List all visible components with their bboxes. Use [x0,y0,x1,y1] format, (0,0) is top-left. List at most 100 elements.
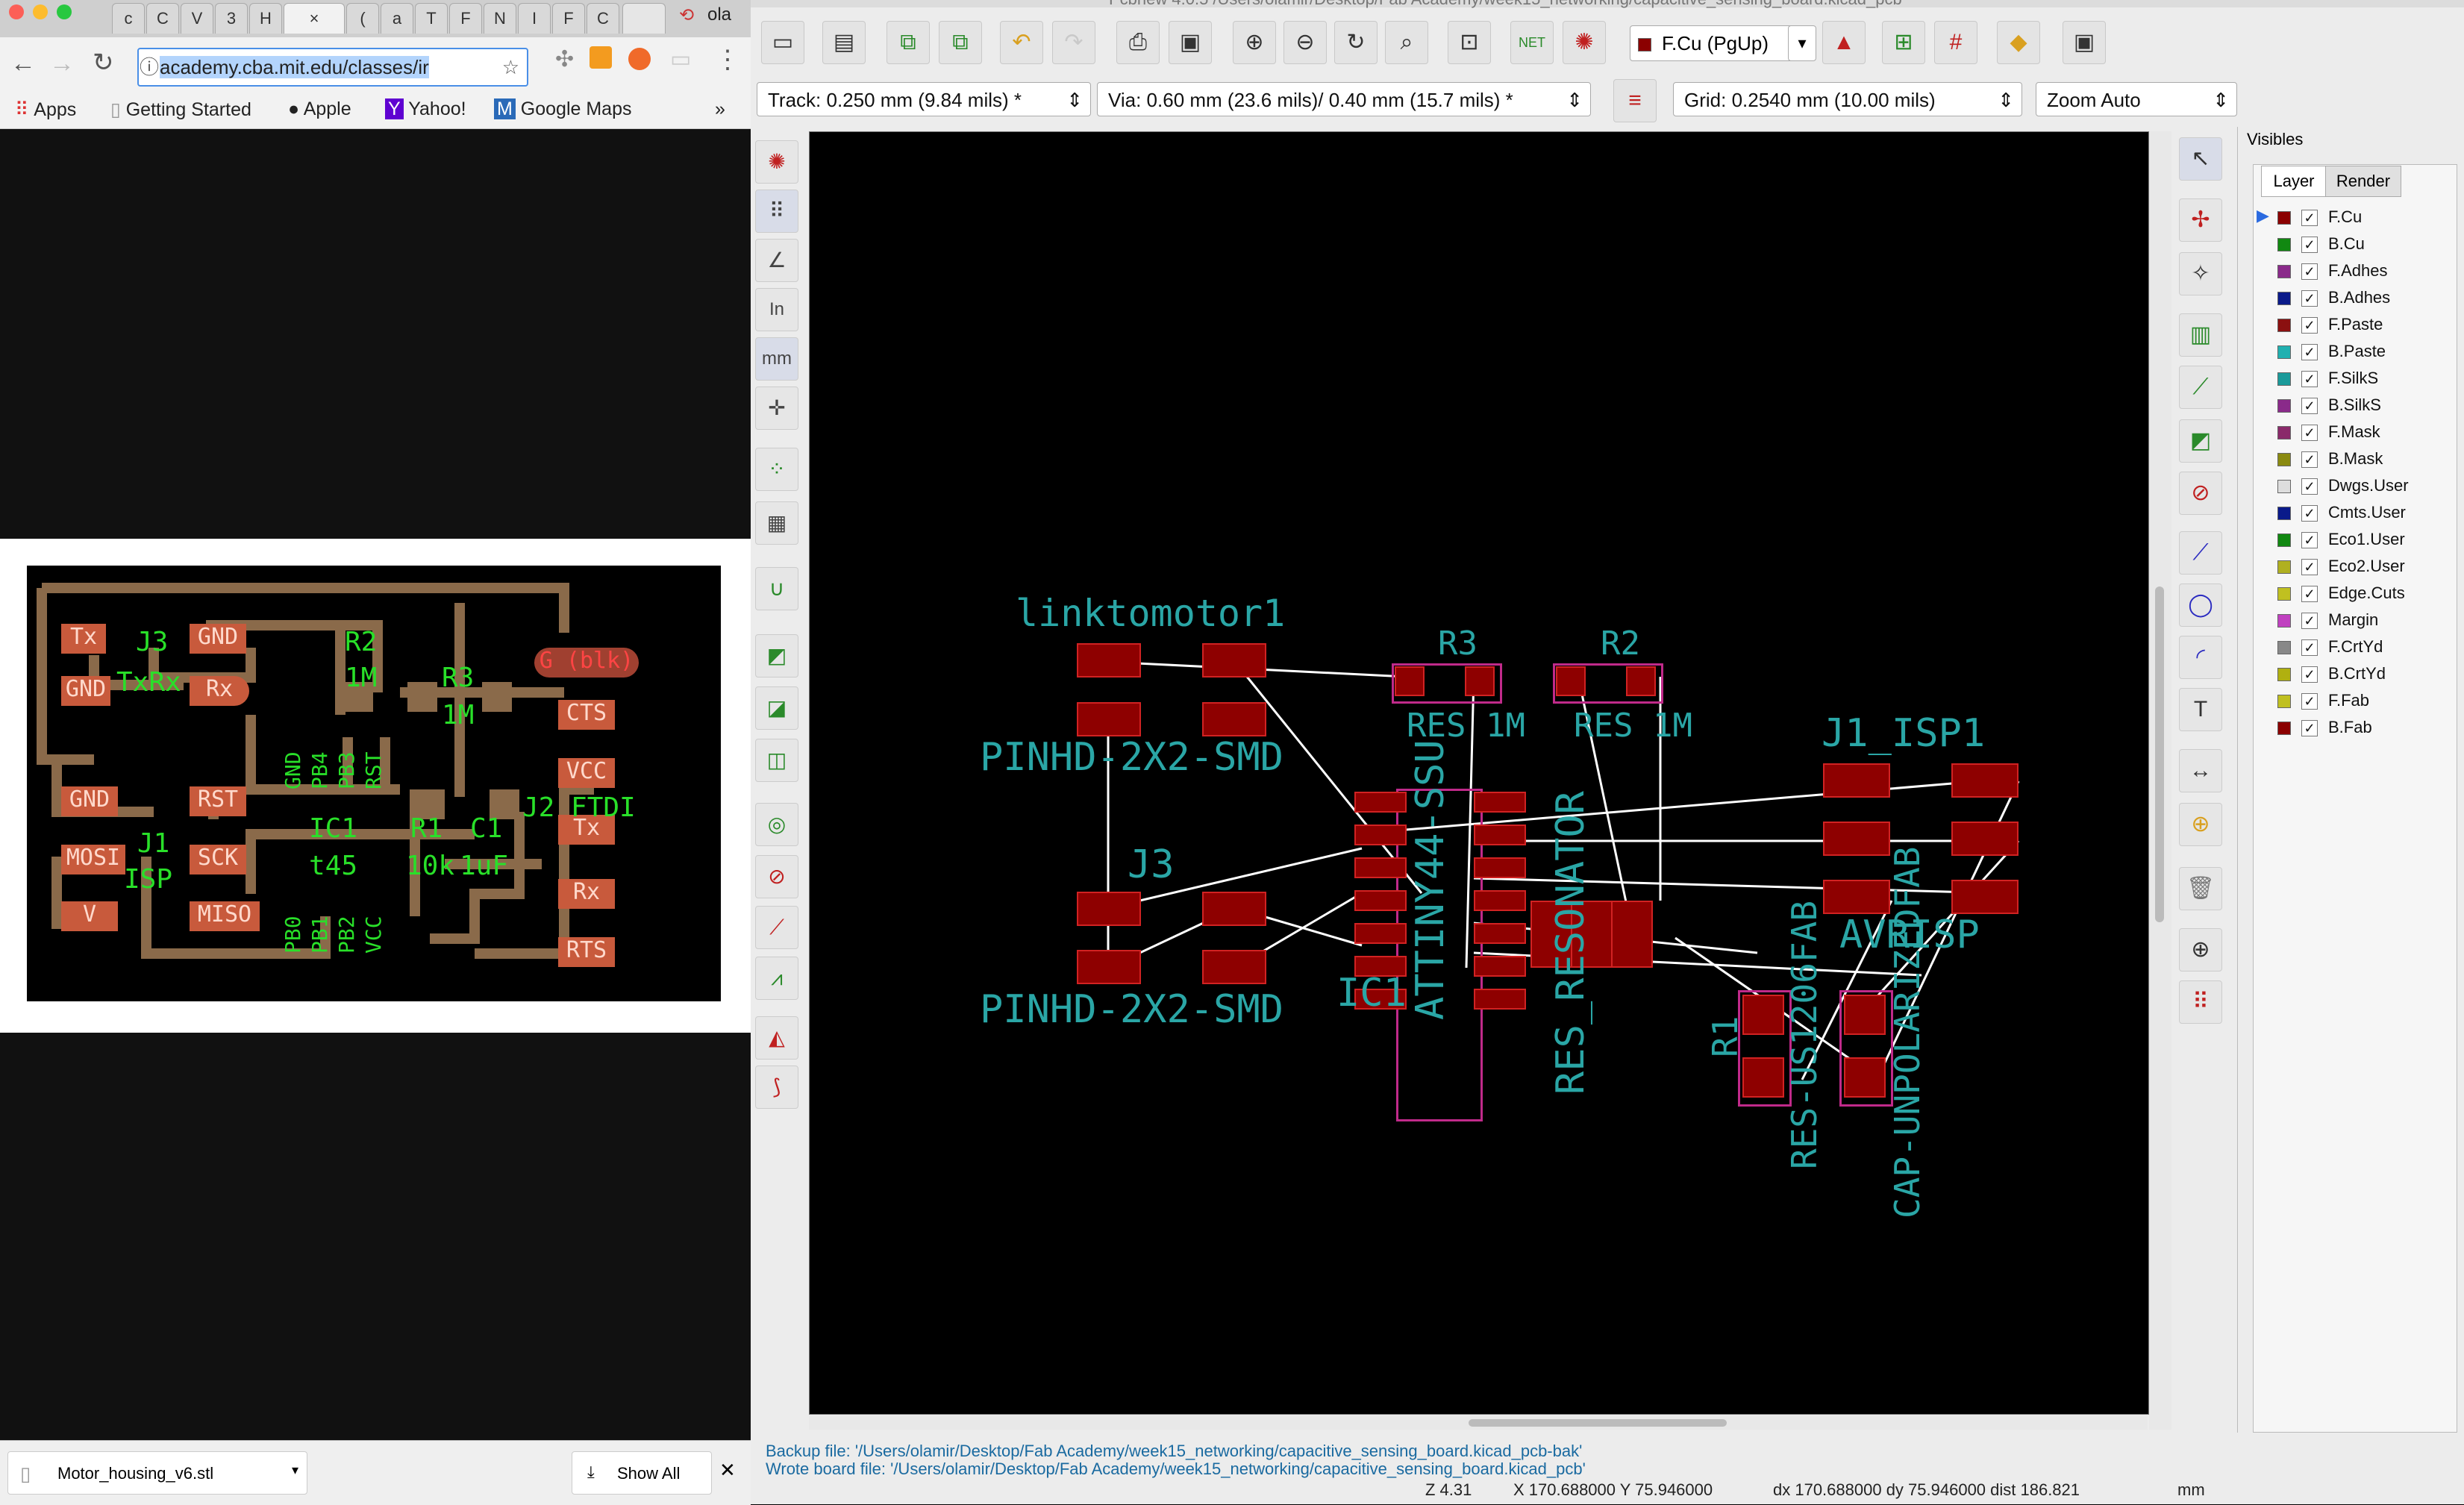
highlight-net-icon[interactable]: ✢ [2179,198,2222,242]
zone-fill-icon[interactable]: ◫ [755,739,798,782]
layer-visibility-checkbox[interactable]: ✓ [2301,263,2318,281]
bookmark-google-maps[interactable]: M Google Maps [494,98,631,120]
layer-row[interactable]: ✓Cmts.User [2277,500,2406,525]
layer-visibility-checkbox[interactable]: ✓ [2301,210,2318,227]
autoplace-icon[interactable]: ⊞ [1882,21,1925,64]
ratsnest-icon[interactable]: ⁘ [755,448,798,491]
footprint-pad[interactable] [1474,989,1526,1010]
footprint-pad[interactable] [1202,892,1266,926]
layer-pair-icon[interactable]: ▲ [1822,21,1866,64]
layer-row[interactable]: ✓B.Fab [2277,715,2372,740]
undo-icon[interactable]: ↶ [1000,21,1043,64]
layer-row[interactable]: ✓Eco1.User [2277,527,2405,552]
layer-row[interactable]: ✓Eco2.User [2277,554,2405,579]
layer-visibility-checkbox[interactable]: ✓ [2301,720,2318,737]
url-input[interactable]: ⓘacademy.cba.mit.edu/classes/ir ☆ [137,48,528,87]
local-ratsnest-icon[interactable]: ✧ [2179,252,2222,295]
footprint-pad[interactable] [1474,825,1526,845]
load-footprint-icon[interactable]: ⧉ [887,21,930,64]
zone-outline-icon[interactable]: ◪ [755,686,798,730]
footprint-pad[interactable] [1742,995,1784,1035]
layer-name[interactable]: F.CrtYd [2328,637,2383,656]
r3-footprint[interactable] [1392,663,1502,704]
star-icon[interactable]: ☆ [501,56,519,78]
layer-select-dropdown[interactable]: ▾ [1788,25,1816,61]
browser-tab[interactable]: V [181,3,213,34]
layer-color-swatch[interactable] [2277,695,2291,709]
units-inch-button[interactable]: In [755,288,798,331]
footprint-pad[interactable] [1844,1057,1886,1098]
layer-color-swatch[interactable] [2277,372,2291,387]
layer-row[interactable]: ✓F.Mask [2277,419,2380,445]
r2-footprint[interactable] [1553,663,1663,704]
layer-row[interactable]: ✓F.CrtYd [2277,634,2383,660]
zoom-window-button[interactable] [57,4,72,19]
layer-row[interactable]: ✓F.Cu [2277,204,2362,230]
bookmark-getting-started[interactable]: ▯ Getting Started [110,98,251,121]
layer-name[interactable]: B.Cu [2328,234,2365,253]
plot-icon[interactable]: ▣ [1169,21,1212,64]
layer-color-swatch[interactable] [2277,641,2291,655]
layer-visibility-checkbox[interactable]: ✓ [2301,613,2318,630]
via-sketch-icon[interactable]: ⊘ [755,855,798,898]
layer-row[interactable]: ✓Margin [2277,607,2378,633]
layer-row[interactable]: ✓B.Paste [2277,339,2386,364]
add-target-icon[interactable]: ⊕ [2179,803,2222,846]
layer-row[interactable]: ✓B.Adhes [2277,285,2390,310]
track-sketch-icon[interactable]: ⟋ [755,906,798,949]
layer-row[interactable]: ✓B.SilkS [2277,392,2381,418]
browser-tab[interactable]: H [249,3,282,34]
auto-delete-track-icon[interactable]: ∪ [755,567,798,610]
layer-color-swatch[interactable] [2277,345,2291,360]
redo-icon[interactable]: ↷ [1052,21,1095,64]
footprint-pad[interactable] [1354,890,1407,911]
pad-sketch-icon[interactable]: ◎ [755,803,798,846]
canvas-vertical-scrollbar[interactable] [2149,131,2171,1430]
zoom-fit-icon[interactable]: ⌕ [1385,21,1428,64]
browser-tab[interactable]: 3 [215,3,248,34]
footprint-pad[interactable] [1742,1057,1784,1098]
layer-visibility-checkbox[interactable]: ✓ [2301,666,2318,683]
cursor-shape-icon[interactable]: ✛ [755,387,798,430]
layer-row[interactable]: ✓Edge.Cuts [2277,581,2405,606]
footprint-pad[interactable] [1844,995,1886,1035]
footprint-pad[interactable] [1354,989,1407,1010]
more-bookmarks-icon[interactable]: » [715,98,725,119]
layer-name[interactable]: F.Adhes [2328,261,2388,280]
grid-toggle-icon[interactable]: ⠿ [755,190,798,233]
browser-tab[interactable]: N [484,3,516,34]
drill-origin-icon[interactable]: ⊕ [2179,928,2222,971]
extension-icon[interactable] [628,48,651,70]
scroll-thumb[interactable] [1469,1419,1727,1427]
close-window-button[interactable] [9,4,24,19]
layer-visibility-checkbox[interactable]: ✓ [2301,505,2318,522]
extension-icon[interactable]: ✣ [555,47,575,72]
layer-color-swatch[interactable] [2277,534,2291,548]
footprint-pad[interactable] [1571,901,1613,968]
footprint-pad[interactable] [1354,857,1407,878]
layer-visibility-checkbox[interactable]: ✓ [2301,237,2318,254]
layer-name[interactable]: Dwgs.User [2328,476,2409,495]
layer-visibility-checkbox[interactable]: ✓ [2301,344,2318,361]
track-width-select[interactable]: Track: 0.250 mm (9.84 mils) *⇕ [757,82,1091,116]
drc-icon[interactable]: ✺ [1563,21,1606,64]
footprint-pad[interactable] [1395,666,1425,696]
tab-render[interactable]: Render [2325,166,2401,197]
ic1-footprint[interactable] [1354,789,1538,1121]
footprint-pad[interactable] [1465,666,1495,696]
layer-row[interactable]: ✓F.Fab [2277,688,2369,713]
download-item[interactable]: ▯ Motor_housing_v6.stl ▾ [7,1451,307,1495]
layer-name[interactable]: B.Adhes [2328,288,2391,307]
route-track-icon[interactable]: ⟋ [2179,366,2222,409]
module-ratsnest-icon[interactable]: ▦ [755,501,798,545]
layer-color-swatch[interactable] [2277,238,2291,252]
netlist-icon[interactable]: NET [1510,21,1554,64]
find-icon[interactable]: ⊡ [1448,21,1491,64]
add-line-icon[interactable]: ⟋ [2179,531,2222,575]
layer-name[interactable]: Eco2.User [2328,557,2405,575]
select-tool-icon[interactable]: ↖ [2179,137,2222,181]
pcb-canvas[interactable]: linktomotor1 PINHD-2X2-SMD J3 PINHD-2X2-… [809,131,2149,1415]
browser-tab[interactable]: F [449,3,482,34]
browser-tab[interactable]: c [112,3,145,34]
layer-name[interactable]: F.SilkS [2328,369,2379,387]
